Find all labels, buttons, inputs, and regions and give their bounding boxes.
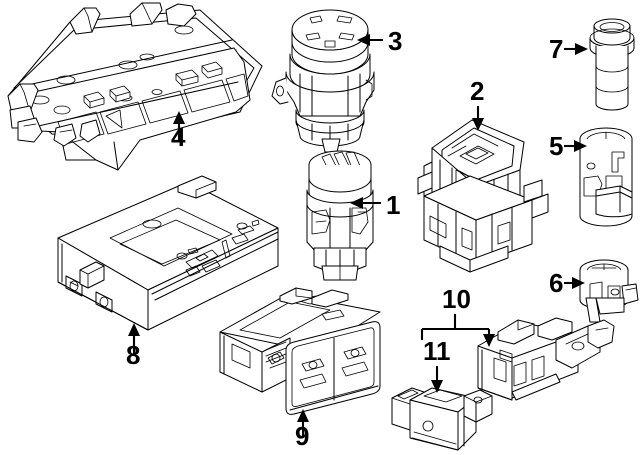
leader-1 — [350, 197, 381, 209]
part-flanged-bushing-sleeve[interactable] — [589, 18, 635, 111]
callout-label-6: 6 — [549, 268, 563, 298]
callout-label-10: 10 — [442, 284, 471, 314]
part-round-switch-knob[interactable] — [271, 9, 375, 153]
part-control-module-unit[interactable] — [57, 175, 279, 331]
part-mounting-bracket[interactable] — [477, 317, 615, 401]
callout-label-4: 4 — [171, 122, 186, 152]
leader-3 — [357, 34, 383, 46]
callout-label-7: 7 — [549, 34, 563, 64]
callout-label-3: 3 — [388, 26, 402, 56]
leader-6 — [564, 277, 585, 289]
callout-label-2: 2 — [470, 76, 484, 106]
leader-7 — [564, 43, 588, 55]
part-switch-panel-assembly[interactable] — [219, 287, 381, 415]
part-fuse-junction-block[interactable] — [7, 2, 263, 171]
part-relay-connector-block[interactable] — [417, 119, 549, 273]
leader-4 — [173, 111, 185, 140]
leader-11 — [431, 366, 443, 393]
leader-5 — [564, 140, 587, 152]
callout-label-9: 9 — [295, 421, 309, 451]
part-ignition-switch-cylinder[interactable] — [306, 150, 374, 281]
leader-10 — [420, 314, 495, 347]
callout-label-11: 11 — [423, 336, 451, 366]
callout-label-8: 8 — [126, 340, 140, 370]
part-short-socket-holder[interactable] — [579, 259, 639, 323]
callout-label-1: 1 — [386, 190, 400, 220]
part-cylindrical-socket-housing[interactable] — [579, 127, 633, 227]
part-small-relay-module[interactable] — [391, 387, 493, 451]
leader-9 — [297, 409, 309, 437]
leader-8 — [128, 323, 140, 356]
leader-2 — [472, 106, 484, 131]
callout-label-5: 5 — [549, 131, 563, 161]
